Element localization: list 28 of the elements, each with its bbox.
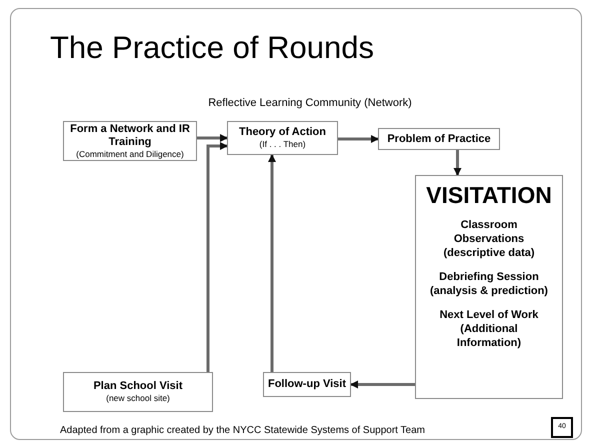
box-title: Plan School Visit bbox=[93, 380, 183, 393]
process-box bbox=[227, 121, 338, 155]
caption: Adapted from a graphic created by the NYCC Statewide Systems of Support Team bbox=[60, 424, 425, 438]
process-box bbox=[63, 372, 213, 412]
box-title: Problem of Practice bbox=[387, 132, 491, 146]
arrow bbox=[197, 134, 228, 142]
arrow bbox=[338, 135, 379, 143]
box-heading: VISITATION bbox=[426, 182, 552, 208]
box-subtitle: (new school site) bbox=[106, 393, 170, 404]
title: The Practice of Rounds bbox=[50, 30, 374, 66]
arrow bbox=[206, 142, 228, 372]
page-number-box bbox=[551, 417, 573, 438]
box-title: Theory of Action bbox=[239, 126, 326, 139]
box-subtitle: (If . . . Then) bbox=[259, 139, 306, 150]
box-subtitle: (Commitment and Diligence) bbox=[76, 148, 184, 160]
box-item: Classroom Observations (descriptive data) bbox=[442, 218, 536, 260]
process-box bbox=[263, 372, 351, 397]
arrow bbox=[454, 150, 462, 176]
process-box bbox=[63, 121, 197, 161]
box-item: Next Level of Work (Additional Information) bbox=[438, 308, 540, 350]
process-box bbox=[378, 128, 500, 150]
arrow bbox=[350, 380, 415, 388]
box-title: Form a Network and IR Training bbox=[69, 122, 191, 148]
box-title: Follow-up Visit bbox=[268, 378, 346, 391]
subtitle: Reflective Learning Community (Network) bbox=[207, 96, 413, 111]
box-item: Debriefing Session (analysis & prediction) bbox=[429, 270, 549, 298]
process-box bbox=[415, 175, 563, 399]
arrow bbox=[268, 154, 276, 372]
